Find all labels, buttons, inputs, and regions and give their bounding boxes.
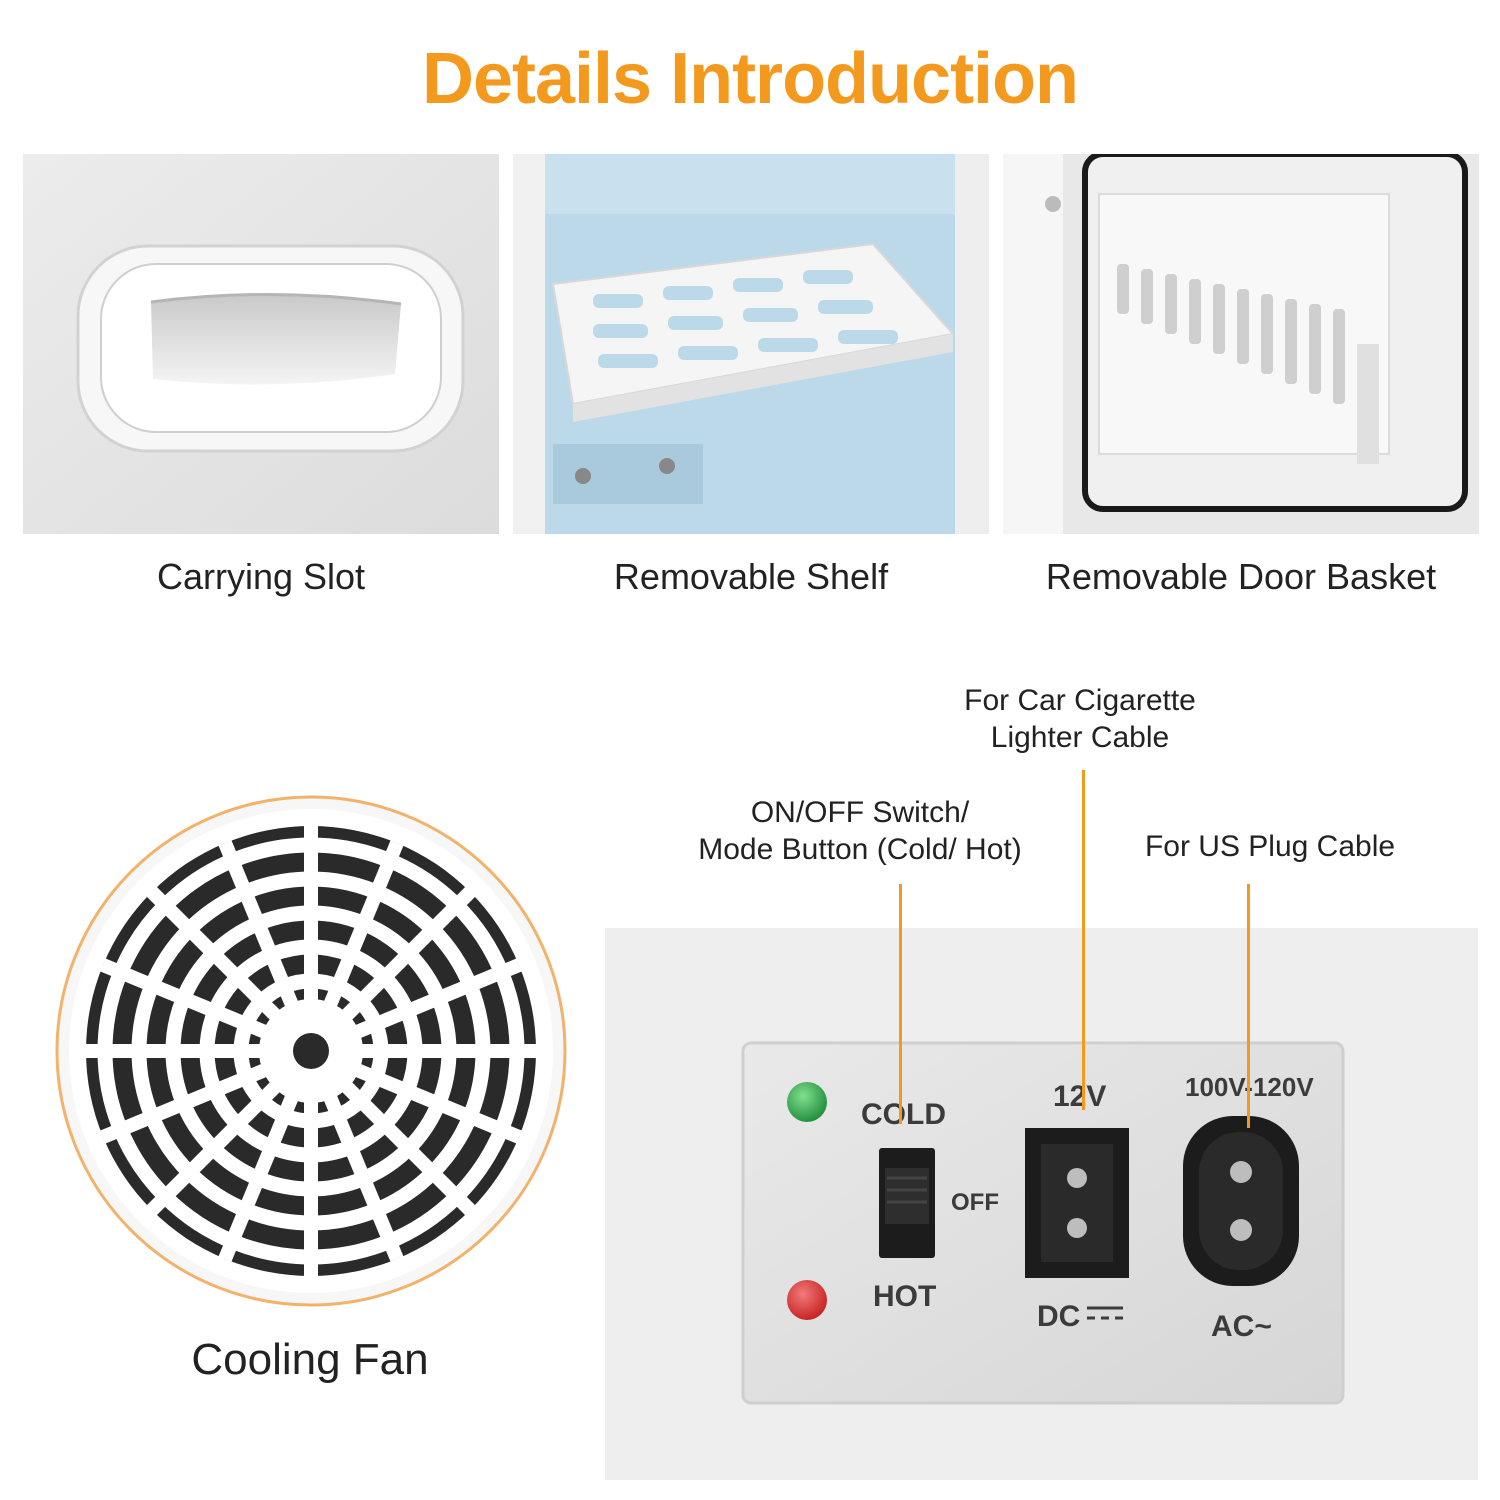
- door-basket-photo: [1003, 154, 1479, 534]
- hot-label: HOT: [873, 1280, 936, 1313]
- cold-label: COLD: [861, 1098, 946, 1131]
- car-cable-leader-line: [1082, 770, 1085, 1110]
- dc-socket[interactable]: [1025, 1128, 1129, 1278]
- switch-leader-line: [899, 884, 902, 1124]
- ac-label: AC~: [1211, 1310, 1272, 1343]
- car-cable-callout-line2: Lighter Cable: [990, 721, 1170, 754]
- dc-label: DC: [1037, 1300, 1080, 1333]
- dc-voltage-label: 12V: [1053, 1080, 1106, 1113]
- switch-callout: ON/OFF Switch/ Mode Button (Cold/ Hot): [670, 794, 1050, 868]
- off-label: OFF: [951, 1189, 999, 1216]
- dc-symbol-icon: [1087, 1306, 1123, 1320]
- carrying-slot-caption: Carrying Slot: [156, 556, 366, 597]
- cold-indicator-led: [787, 1082, 827, 1122]
- car-cable-callout: For Car Cigarette Lighter Cable: [930, 682, 1230, 756]
- us-plug-leader-line: [1247, 884, 1250, 1128]
- power-mode-switch[interactable]: [879, 1148, 935, 1258]
- car-cable-callout-line1: For Car Cigarette: [964, 684, 1196, 717]
- cooling-fan-caption: Cooling Fan: [191, 1335, 429, 1384]
- door-basket-caption: Removable Door Basket: [1045, 556, 1437, 597]
- cooling-fan-grille: [55, 795, 567, 1307]
- page-title: Details Introduction: [421, 39, 1079, 119]
- carrying-slot-photo: [23, 154, 499, 534]
- removable-shelf-caption: Removable Shelf: [613, 556, 889, 597]
- switch-callout-line2: Mode Button (Cold/ Hot): [698, 833, 1022, 866]
- us-plug-callout: For US Plug Cable: [1144, 830, 1396, 863]
- removable-shelf-photo: [513, 154, 989, 534]
- hot-indicator-led: [787, 1280, 827, 1320]
- ac-socket[interactable]: [1183, 1116, 1299, 1286]
- control-panel-photo: COLD OFF HOT 12V DC 100V-120V A: [605, 928, 1478, 1480]
- switch-callout-line1: ON/OFF Switch/: [750, 796, 970, 829]
